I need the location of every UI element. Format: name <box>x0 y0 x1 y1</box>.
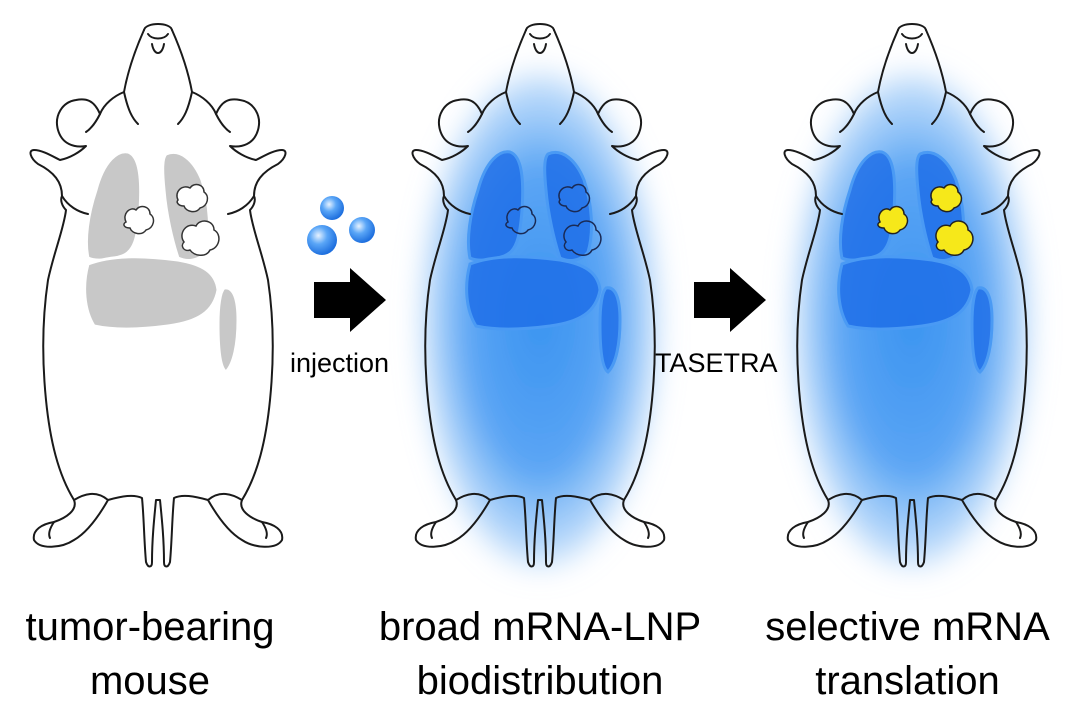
lnp-particle <box>307 225 337 255</box>
caption-line: tumor-bearing <box>25 605 275 649</box>
organs-gray <box>83 150 240 374</box>
caption-lnp: broad mRNA-LNP biodistribution <box>355 600 725 708</box>
lnp-particle <box>320 196 344 220</box>
caption-line: selective mRNA <box>765 605 1050 649</box>
arrow-right-icon <box>694 268 766 332</box>
arrow-right-icon <box>314 268 386 332</box>
lnp-particle <box>349 217 375 243</box>
step-label-tasetra: TASETRA <box>655 348 778 378</box>
mouse-panel-lnp <box>411 23 669 570</box>
caption-line: broad mRNA-LNP <box>378 605 702 649</box>
mouse-panel-untreated <box>29 23 287 568</box>
lnp-sphere-icon <box>307 196 375 255</box>
caption-translated: selective mRNA translation <box>735 600 1080 708</box>
mouse-panel-translated <box>783 23 1041 570</box>
caption-line: mouse <box>89 659 211 703</box>
caption-untreated: tumor-bearing mouse <box>0 600 300 708</box>
step-label-injection: injection <box>290 348 390 378</box>
caption-line: biodistribution <box>416 659 664 703</box>
caption-line: translation <box>815 659 1000 703</box>
